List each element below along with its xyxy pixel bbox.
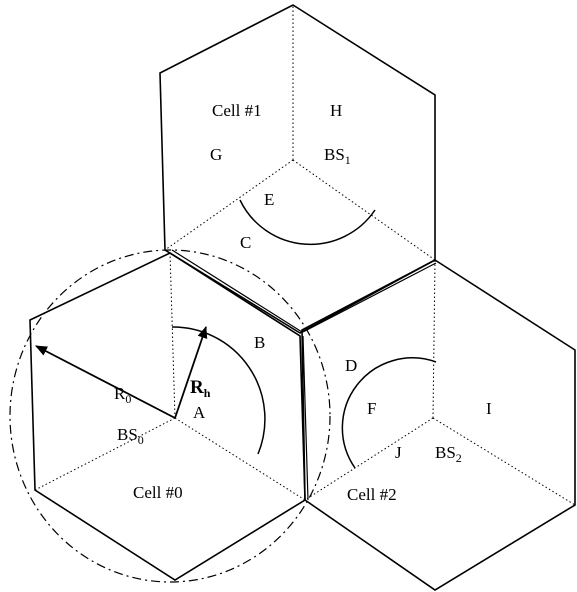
cell-1-hexagon — [159, 4, 436, 334]
cell-1-spoke-right — [292, 159, 436, 261]
point-b-label: B — [254, 333, 265, 352]
bs-1-main: BS — [324, 145, 345, 164]
cell-2-spoke-top — [432, 259, 436, 419]
point-f-label: F — [367, 399, 376, 418]
radius-rh-label: Rh — [190, 377, 211, 400]
radius-r0-arrow — [35, 345, 176, 419]
bs-2-sub: 2 — [456, 451, 462, 465]
point-i-label: I — [486, 399, 492, 418]
cell-0-spoke-top — [169, 252, 176, 419]
r0-sub: 0 — [125, 392, 131, 406]
point-j-label: J — [395, 443, 402, 462]
shared-edge-cell1-cell2 — [302, 262, 437, 333]
cell-0-spoke-right — [174, 417, 306, 501]
radius-rh-arrow — [174, 326, 208, 419]
rh-sub: h — [204, 386, 211, 400]
bs-0-sub: 0 — [138, 433, 144, 447]
point-g-label: G — [210, 145, 222, 164]
arc-cell-0 — [171, 326, 266, 455]
cell-2-hexagon — [301, 259, 576, 591]
bs-2-label: BS2 — [435, 443, 462, 465]
bs-0-main: BS — [117, 425, 138, 444]
r0-main: R — [114, 384, 126, 403]
cell-2-spoke-left — [304, 417, 434, 501]
arc-cell-1 — [239, 199, 376, 246]
bs-1-sub: 1 — [345, 153, 351, 167]
arc-cell-2 — [341, 357, 437, 469]
bs-0-label: BS0 — [117, 425, 144, 447]
rh-main: R — [190, 377, 204, 398]
bs-2-main: BS — [435, 443, 456, 462]
bs-1-label: BS1 — [324, 145, 351, 167]
point-d-label: D — [345, 356, 357, 375]
coverage-circle-r0 — [9, 249, 331, 583]
point-c-label: C — [240, 233, 251, 252]
cell-0-hexagon — [29, 252, 306, 581]
point-a-label: A — [193, 403, 206, 422]
point-h-label: H — [330, 101, 342, 120]
shared-edge-cell0-cell2 — [302, 335, 309, 501]
cell-2-label: Cell #2 — [347, 485, 397, 504]
cell-0-label: Cell #0 — [133, 483, 183, 502]
shared-edge-cell0-cell1 — [171, 249, 303, 333]
cell-1-label: Cell #1 — [212, 101, 262, 120]
cell-0-spoke-left — [34, 417, 176, 491]
radius-r0-label: R0 — [114, 384, 131, 406]
point-e-label: E — [264, 190, 274, 209]
